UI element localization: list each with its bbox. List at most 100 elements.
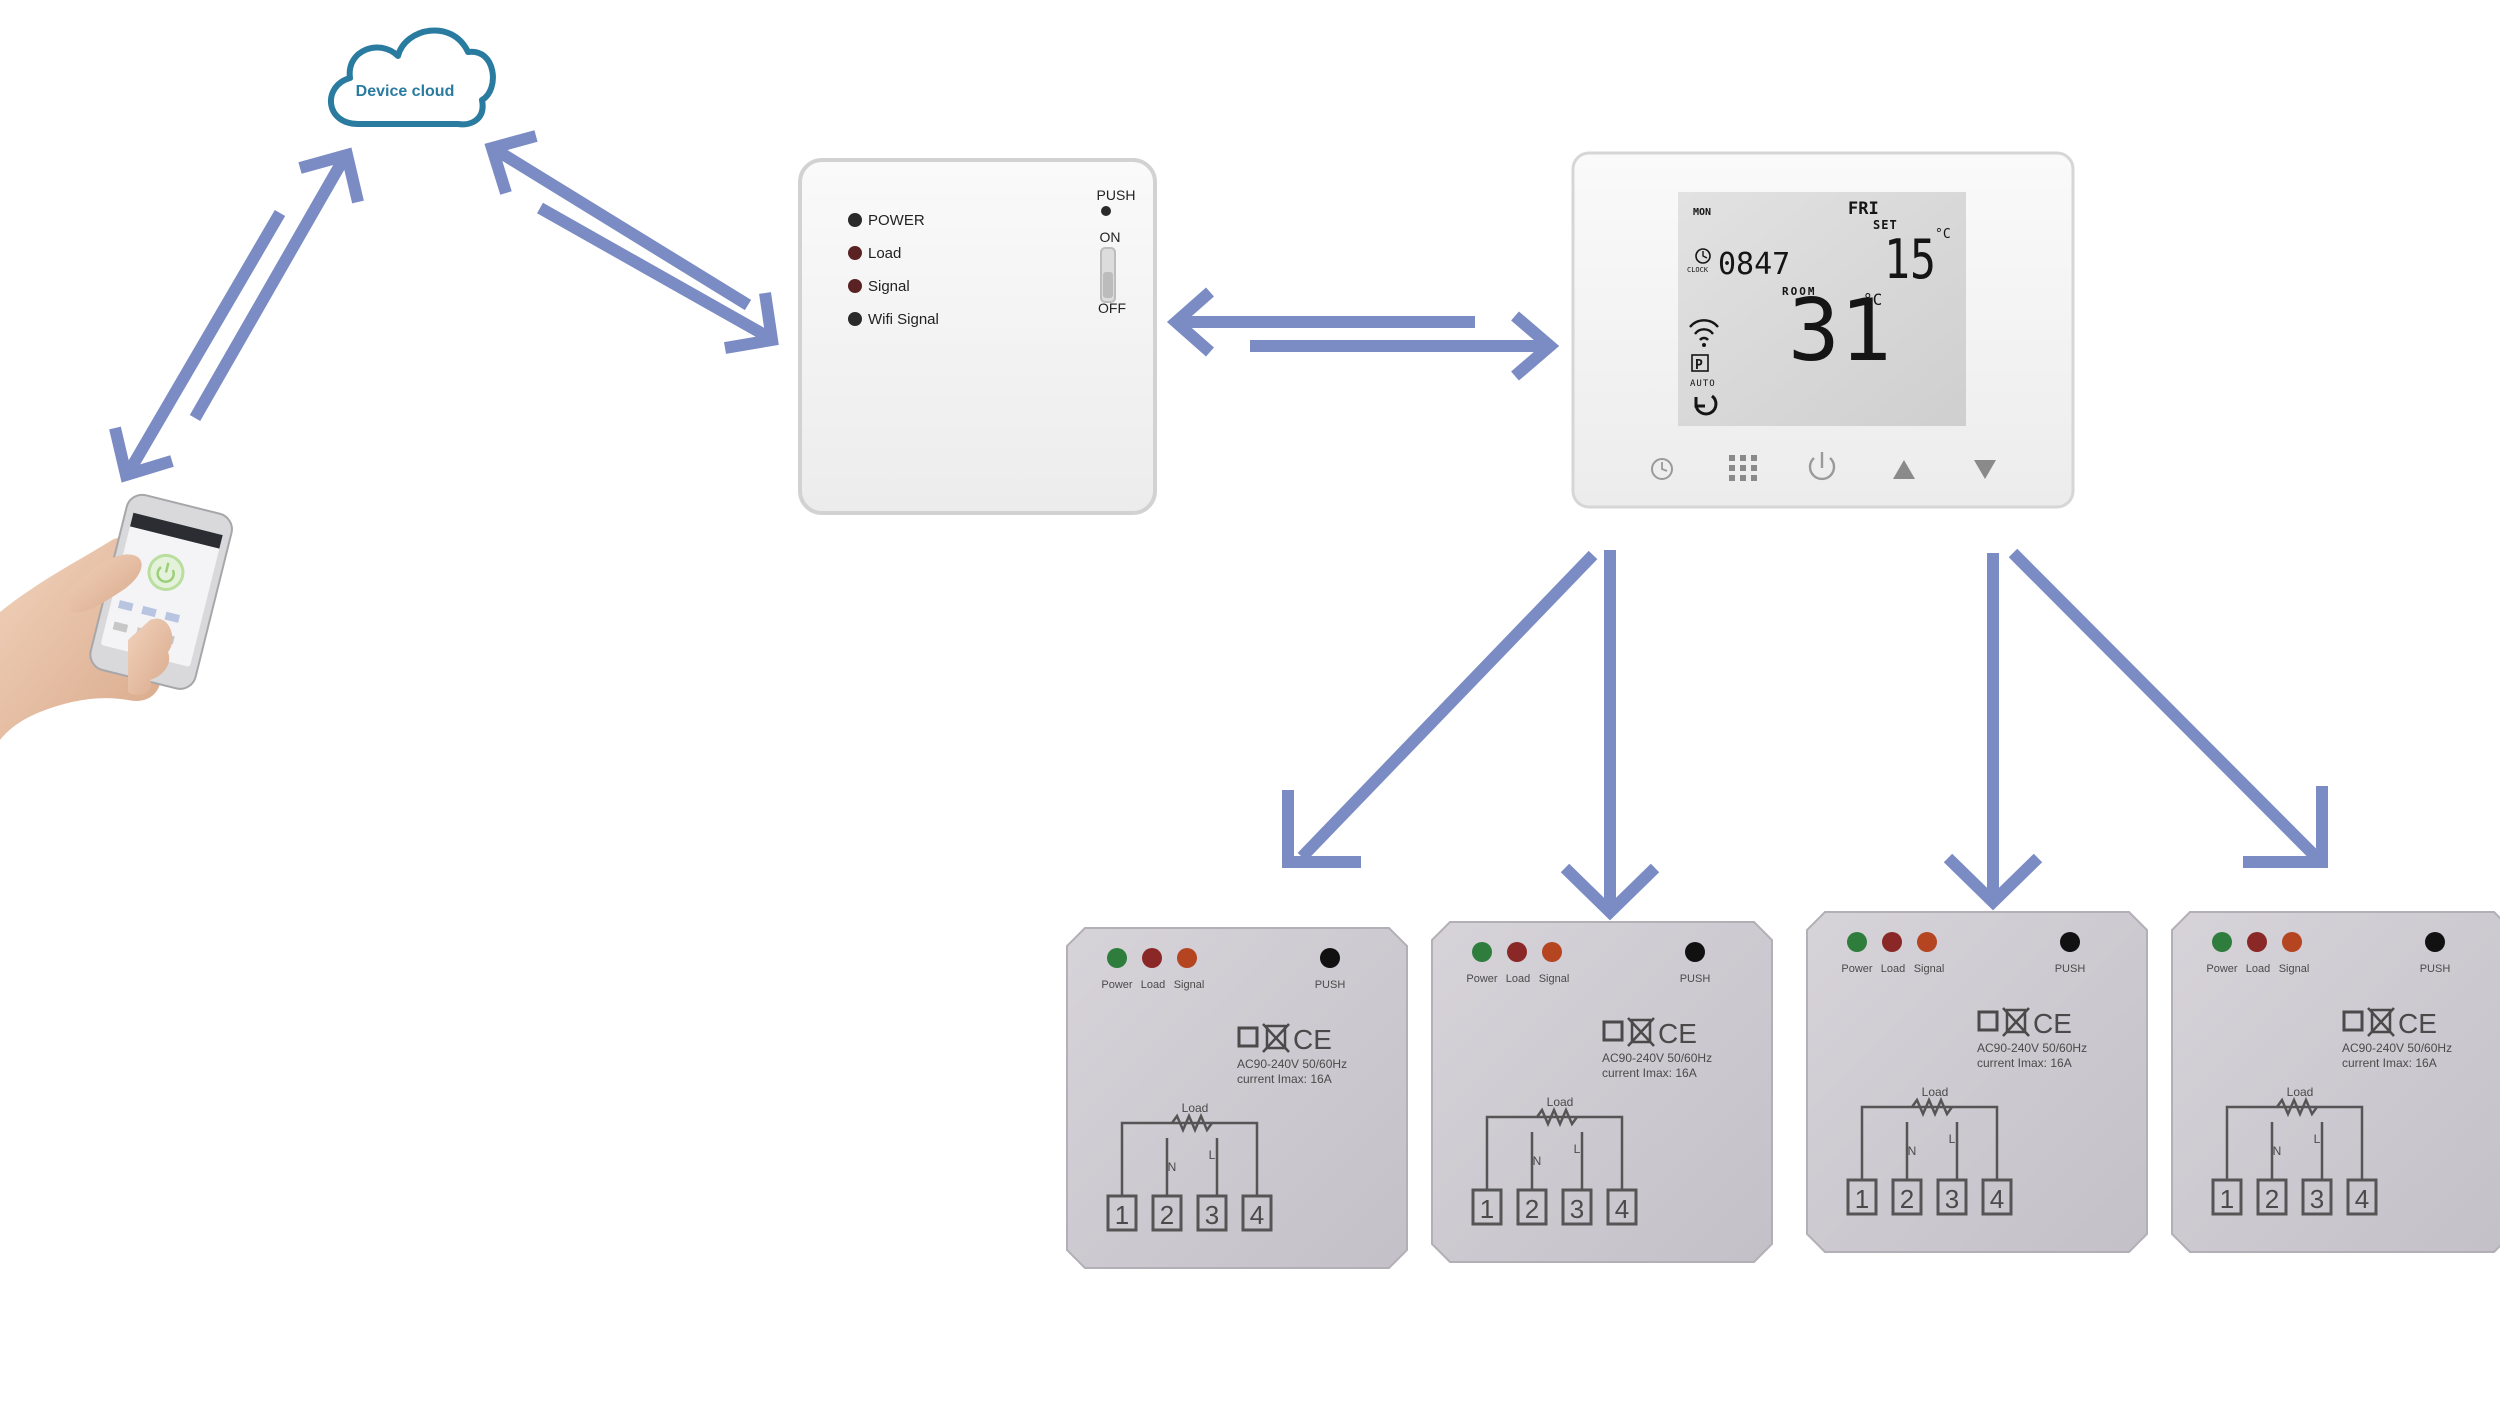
receiver-led bbox=[1847, 932, 1867, 952]
wiring-diagram bbox=[2225, 1096, 2364, 1180]
down-button[interactable] bbox=[1974, 460, 1996, 479]
wiring-diagram bbox=[1120, 1112, 1259, 1196]
terminal-box bbox=[1516, 1188, 1548, 1226]
receiver-spec-current: current Imax: 16A bbox=[1237, 1072, 1332, 1086]
cloud-icon bbox=[327, 27, 496, 128]
gateway-led-label: Load bbox=[868, 245, 901, 262]
line-label: L bbox=[1574, 1142, 1581, 1156]
gateway-led-label: Signal bbox=[868, 278, 910, 295]
menu-dot bbox=[1740, 455, 1746, 461]
receiver-led bbox=[2247, 932, 2267, 952]
thermostat-lcd bbox=[1678, 192, 1966, 426]
receiver-push-button[interactable] bbox=[2060, 932, 2080, 952]
receiver-spec-voltage: AC90-240V 50/60Hz bbox=[2342, 1041, 2452, 1055]
lcd-day-left: MON bbox=[1693, 207, 1711, 218]
terminal-number: 2 bbox=[1160, 1200, 1174, 1230]
up-button[interactable] bbox=[1893, 460, 1915, 479]
gateway-led bbox=[848, 213, 862, 227]
terminal-number: 3 bbox=[1945, 1184, 1959, 1214]
power-button[interactable] bbox=[1808, 452, 1836, 481]
lcd-day-right: FRI bbox=[1848, 199, 1879, 219]
gateway-led bbox=[848, 312, 862, 326]
terminal-number: 2 bbox=[1900, 1184, 1914, 1214]
arrow-to-receiver-1 bbox=[1282, 550, 1598, 868]
receiver-led bbox=[1917, 932, 1937, 952]
terminal-number: 2 bbox=[1525, 1194, 1539, 1224]
terminal-box bbox=[1606, 1188, 1638, 1226]
line-label: L bbox=[1949, 1132, 1956, 1146]
menu-button[interactable] bbox=[1729, 455, 1757, 481]
receiver-spec-voltage: AC90-240V 50/60Hz bbox=[1237, 1057, 1347, 1071]
receiver-led bbox=[1507, 942, 1527, 962]
terminal-box bbox=[1936, 1178, 1968, 1216]
terminal-number: 3 bbox=[1205, 1200, 1219, 1230]
receiver-led bbox=[1882, 932, 1902, 952]
clock-button[interactable] bbox=[1651, 458, 1673, 480]
receiver-spec-voltage: AC90-240V 50/60Hz bbox=[1602, 1051, 1712, 1065]
weee-bin-icon bbox=[1627, 1017, 1655, 1047]
wiring-diagram bbox=[1860, 1096, 1999, 1180]
lcd-clock-value: 0847 bbox=[1718, 247, 1790, 282]
arrow-to-receiver-4 bbox=[2008, 548, 2328, 868]
terminal-box bbox=[2256, 1178, 2288, 1216]
lcd-room-unit: °C bbox=[1863, 290, 1882, 309]
arrow-gateway-to-cloud bbox=[484, 130, 752, 311]
terminal-box bbox=[1471, 1188, 1503, 1226]
menu-dot bbox=[1729, 465, 1735, 471]
terminal-box bbox=[2301, 1178, 2333, 1216]
receiver-push-button[interactable] bbox=[2425, 932, 2445, 952]
load-label: Load bbox=[2287, 1085, 2314, 1099]
lcd-set-unit: °C bbox=[1935, 227, 1951, 242]
arrow-cloud-to-gateway bbox=[537, 202, 779, 354]
clock-icon bbox=[1695, 248, 1711, 264]
arrows bbox=[109, 130, 2328, 921]
neutral-label: N bbox=[1533, 1154, 1542, 1168]
receiver-push-button[interactable] bbox=[1685, 942, 1705, 962]
auto-mode-icon bbox=[1694, 394, 1718, 416]
menu-dot bbox=[1751, 475, 1757, 481]
ce-mark: CE bbox=[2033, 1008, 2072, 1039]
lcd-room-temp: 31 bbox=[1788, 281, 1892, 381]
lcd-set-temp: 15 bbox=[1884, 228, 1936, 291]
receiver-led bbox=[2282, 932, 2302, 952]
receiver-led bbox=[1472, 942, 1492, 962]
double-insulation-icon bbox=[1977, 1010, 1999, 1032]
load-label: Load bbox=[1182, 1101, 1209, 1115]
receiver-spec-voltage: AC90-240V 50/60Hz bbox=[1977, 1041, 2087, 1055]
receiver-push-label: PUSH bbox=[2055, 963, 2086, 975]
receiver-led-label: Power bbox=[1841, 963, 1873, 975]
receiver-led bbox=[1107, 948, 1127, 968]
gateway-led-label: Wifi Signal bbox=[868, 311, 939, 328]
load-label: Load bbox=[1547, 1095, 1574, 1109]
arrow-cloud-to-phone bbox=[109, 209, 286, 483]
terminal-box bbox=[1151, 1194, 1183, 1232]
menu-dot bbox=[1729, 455, 1735, 461]
neutral-label: N bbox=[1168, 1160, 1177, 1174]
wifi-icon bbox=[1689, 319, 1719, 347]
double-insulation-icon bbox=[1602, 1020, 1624, 1042]
gateway-led bbox=[848, 279, 862, 293]
terminal-number: 2 bbox=[2265, 1184, 2279, 1214]
line-label: L bbox=[1209, 1148, 1216, 1162]
lcd-clock-label: CLOCK bbox=[1687, 266, 1709, 274]
receiver-spec-current: current Imax: 16A bbox=[2342, 1056, 2437, 1070]
receiver-led bbox=[1542, 942, 1562, 962]
terminal-number: 3 bbox=[2310, 1184, 2324, 1214]
terminal-number: 4 bbox=[1615, 1194, 1629, 1224]
double-insulation-icon bbox=[1237, 1026, 1259, 1048]
receiver-led-label: Load bbox=[2246, 963, 2270, 975]
arrow-gateway-to-thermostat bbox=[1250, 311, 1560, 381]
lcd-p-label: P bbox=[1695, 358, 1703, 373]
receiver-push-button[interactable] bbox=[1320, 948, 1340, 968]
receiver-led-label: Signal bbox=[2279, 963, 2310, 975]
gateway-push-indicator bbox=[1101, 206, 1111, 216]
receiver-led bbox=[2212, 932, 2232, 952]
receiver-led-label: Signal bbox=[1914, 963, 1945, 975]
terminal-box bbox=[1561, 1188, 1593, 1226]
weee-bin-icon bbox=[2002, 1007, 2030, 1037]
